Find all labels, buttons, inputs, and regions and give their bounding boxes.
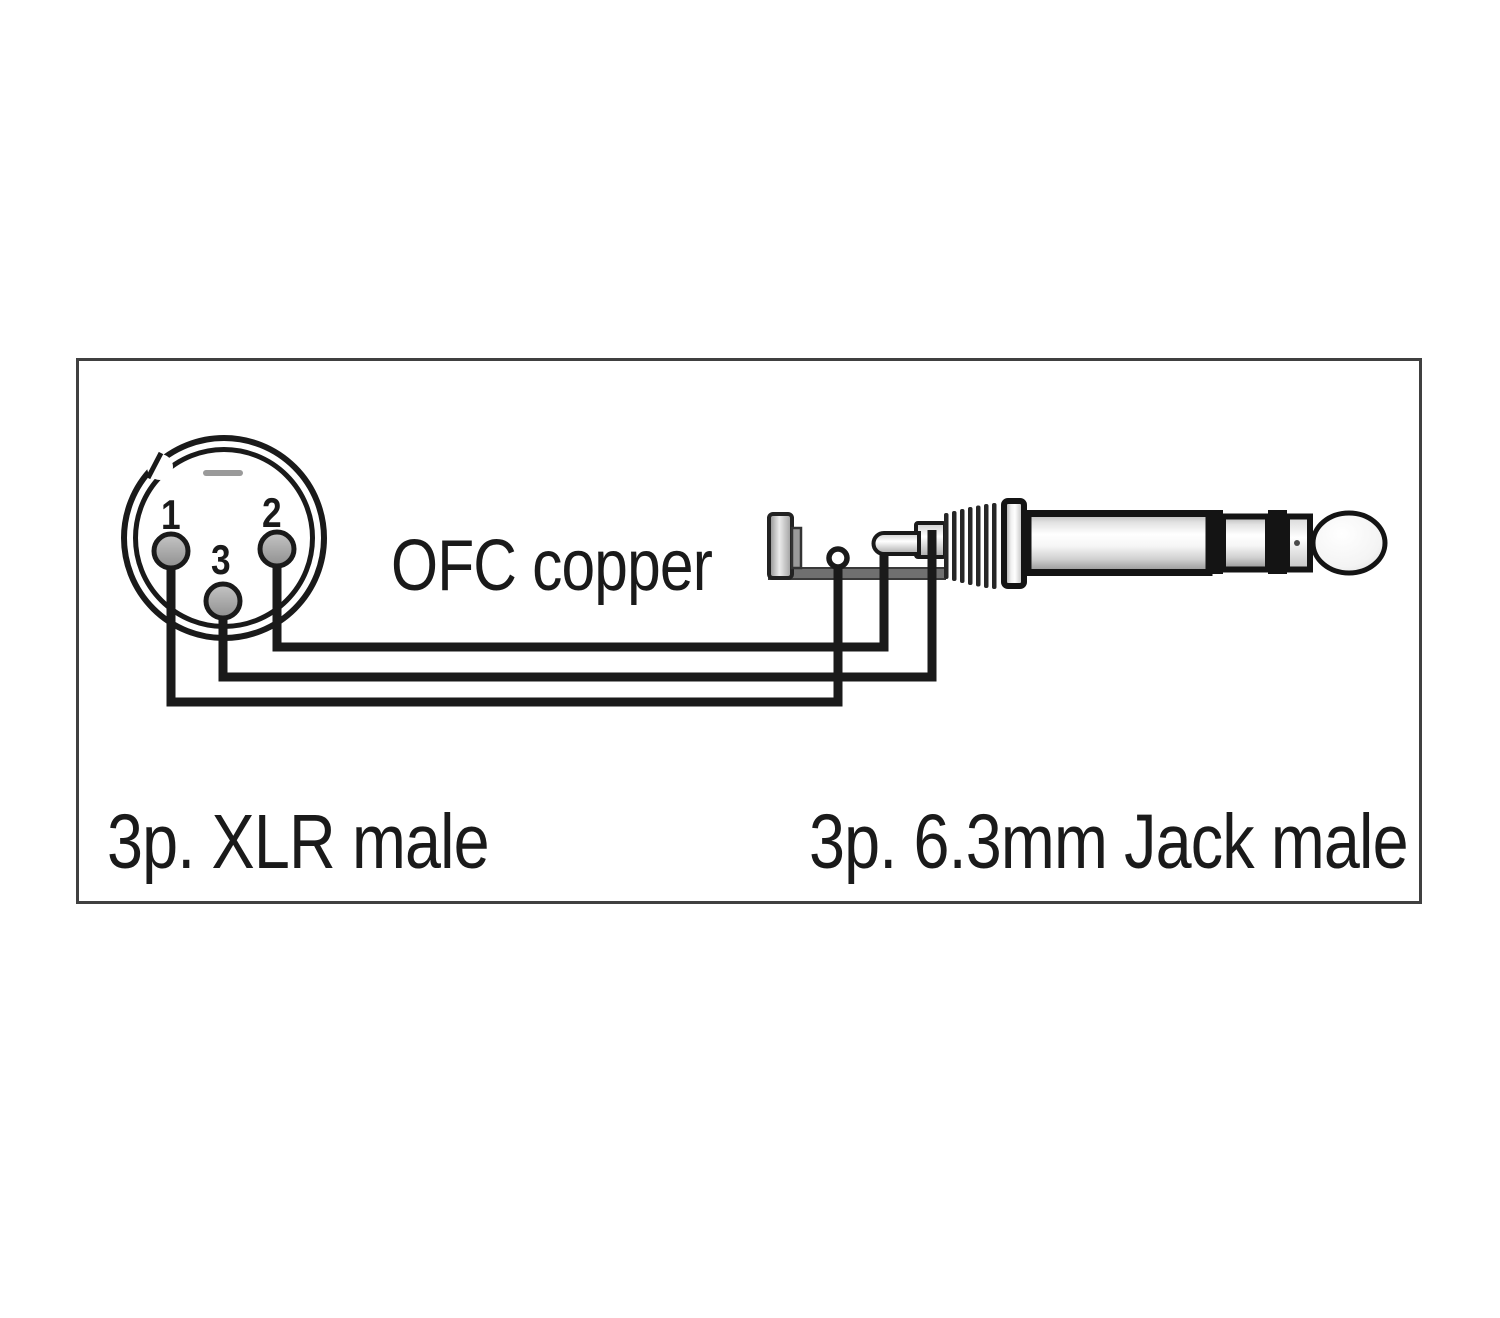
jack-cable-clamp-step <box>790 526 803 570</box>
xlr-pin3 <box>203 581 243 621</box>
jack-collar <box>1001 498 1027 589</box>
diagram-panel: 1 2 3 OFC copper 3p. XLR male 3p. 6.3mm … <box>76 358 1422 904</box>
diagram-art <box>121 435 1388 707</box>
xlr-caption: 3p. XLR male <box>107 799 490 885</box>
cable-type-label: OFC copper <box>391 526 713 606</box>
jack-sleeve-lug <box>826 546 850 570</box>
jack-connector <box>767 498 1388 589</box>
wire-pin1-to-sleeve <box>166 551 843 707</box>
xlr-pins <box>151 529 297 621</box>
xlr-pin2 <box>257 529 297 569</box>
xlr-keyway-notch <box>145 451 173 480</box>
xlr-pin1-number: 1 <box>161 491 181 538</box>
xlr-pin1 <box>151 531 191 571</box>
jack-insulator-ring-1 <box>1208 510 1223 574</box>
diagram-panel-inner: 1 2 3 OFC copper 3p. XLR male 3p. 6.3mm … <box>76 358 1422 904</box>
jack-sleeve-barrel <box>1024 510 1213 576</box>
jack-cable-clamp <box>767 512 794 580</box>
jack-tip <box>1310 510 1388 576</box>
jack-caption: 3p. 6.3mm Jack male <box>809 799 1409 885</box>
jack-ring-contact <box>1220 513 1271 573</box>
jack-tip-terminal-tube <box>871 531 921 556</box>
wire-pin3-to-ring <box>218 530 937 682</box>
xlr-pin2-number: 2 <box>262 489 282 536</box>
jack-insulator-ring-2 <box>1268 510 1287 574</box>
jack-spring-coils <box>944 503 997 589</box>
jack-tip-base-dot <box>1294 540 1300 546</box>
wire-pin2-to-tip <box>272 548 889 652</box>
wires <box>166 530 937 707</box>
xlr-polarity-dash <box>203 470 243 476</box>
xlr-pin3-number: 3 <box>211 536 231 583</box>
